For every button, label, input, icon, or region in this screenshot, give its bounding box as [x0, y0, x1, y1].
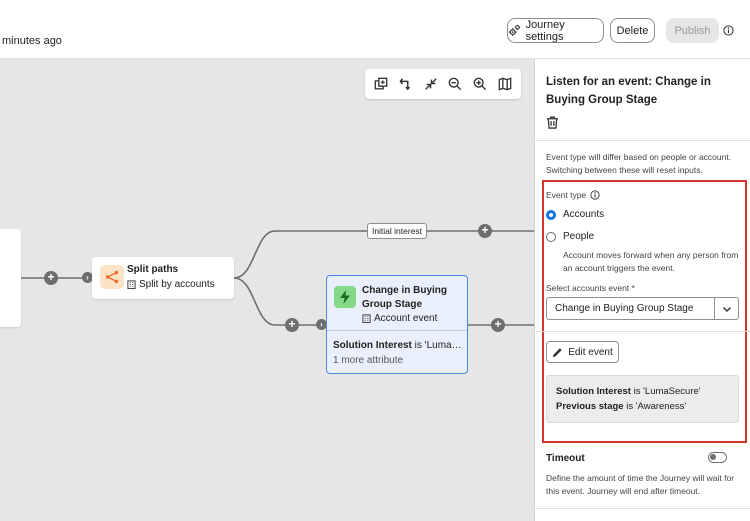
condition-value: is 'Awareness': [623, 401, 687, 412]
path-label-text: Initial interest: [371, 226, 423, 236]
building-icon: [127, 280, 136, 289]
event-node-divider: [327, 330, 467, 331]
highlight-box: [542, 180, 747, 443]
publish-button[interactable]: Publish: [666, 18, 719, 43]
more-attributes: 1 more attribute: [333, 355, 404, 366]
last-saved-text: minutes ago: [2, 35, 62, 47]
trash-icon[interactable]: [546, 116, 559, 129]
map-icon[interactable]: [496, 75, 514, 93]
event-type-text: Event type: [546, 190, 587, 200]
select-value: Change in Buying Group Stage: [555, 303, 694, 314]
delete-button[interactable]: Delete: [610, 18, 655, 43]
accounts-event-select[interactable]: Change in Buying Group Stage: [546, 297, 739, 320]
panel-divider: [535, 331, 750, 332]
add-node-icon[interactable]: +: [491, 318, 505, 332]
edit-event-label: Edit event: [568, 346, 613, 358]
split-node-subtitle-text: Split by accounts: [139, 279, 215, 290]
panel-divider: [535, 140, 750, 141]
event-conditions-box: Solution Interest is 'LumaSecure' Previo…: [546, 375, 739, 423]
condition-attribute: Solution Interest: [333, 340, 412, 351]
journey-canvas[interactable]: + › Split paths Split by accounts Initia…: [0, 59, 534, 521]
radio-accounts-label[interactable]: Accounts: [563, 209, 605, 220]
timeout-label: Timeout: [546, 453, 585, 464]
undo-icon[interactable]: [397, 75, 415, 93]
journey-header: minutes ago Journey settings Delete Publ…: [0, 0, 750, 59]
zoom-out-icon[interactable]: [446, 75, 464, 93]
canvas-toolbar: [365, 69, 521, 99]
event-node[interactable]: Change in Buying Group Stage Account eve…: [326, 275, 468, 374]
properties-panel: Listen for an event: Change in Buying Gr…: [534, 59, 750, 521]
path-label-tag[interactable]: Initial interest: [367, 223, 427, 239]
building-icon: [362, 314, 371, 323]
event-node-subtitle-text: Account event: [374, 313, 438, 324]
chevron-right-icon: ›: [82, 272, 93, 283]
collapse-icon[interactable]: [422, 75, 440, 93]
accounts-help-text: Account moves forward when any person fr…: [563, 250, 739, 273]
condition-attribute: Solution Interest: [556, 386, 631, 397]
edit-event-button[interactable]: Edit event: [546, 341, 619, 363]
timeout-description: Define the amount of time the Journey wi…: [546, 473, 735, 496]
add-node-icon[interactable]: +: [44, 271, 58, 285]
info-icon[interactable]: [590, 190, 600, 200]
info-icon[interactable]: [723, 25, 734, 36]
timeout-toggle[interactable]: [708, 452, 727, 463]
split-node-title: Split paths: [127, 264, 179, 275]
condition-attribute: Previous stage: [556, 401, 624, 412]
panel-divider: [535, 508, 750, 509]
split-node-subtitle: Split by accounts: [127, 279, 215, 290]
journey-settings-label: Journey settings: [525, 18, 565, 43]
condition-line: Solution Interest is 'LumaSecure': [556, 384, 729, 399]
publish-label: Publish: [674, 24, 711, 37]
zoom-in-icon[interactable]: [471, 75, 489, 93]
chevron-down-icon[interactable]: [714, 298, 738, 319]
copy-icon[interactable]: [372, 75, 390, 93]
lightning-icon: [334, 286, 356, 308]
radio-accounts[interactable]: [546, 210, 556, 220]
condition-line: Previous stage is 'Awareness': [556, 399, 729, 414]
condition-value: is 'LumaSec...: [414, 340, 465, 351]
gear-icon: [508, 24, 520, 36]
split-icon: [100, 265, 124, 289]
journey-settings-button[interactable]: Journey settings: [507, 18, 604, 43]
delete-label: Delete: [616, 24, 649, 37]
event-node-condition: Solution Interest is 'LumaSec...: [333, 340, 465, 351]
required-asterisk: *: [631, 283, 635, 293]
previous-node[interactable]: [0, 229, 21, 327]
event-type-note: Event type will differ based on people o…: [546, 152, 732, 175]
event-type-label: Event type: [546, 190, 600, 200]
event-node-subtitle: Account event: [362, 313, 437, 324]
event-node-title: Change in Buying Group Stage: [362, 285, 447, 310]
split-paths-node[interactable]: Split paths Split by accounts: [92, 257, 234, 299]
radio-people[interactable]: [546, 232, 556, 242]
radio-people-label[interactable]: People: [563, 231, 595, 242]
panel-title: Listen for an event: Change in Buying Gr…: [546, 76, 711, 106]
chevron-right-icon: ›: [316, 319, 327, 330]
pencil-icon: [553, 347, 562, 357]
select-event-label: Select accounts event *: [546, 283, 635, 293]
add-node-icon[interactable]: +: [285, 318, 299, 332]
select-event-label-text: Select accounts event: [546, 283, 630, 293]
condition-value: is 'LumaSecure': [630, 386, 701, 397]
add-node-icon[interactable]: +: [478, 224, 492, 238]
